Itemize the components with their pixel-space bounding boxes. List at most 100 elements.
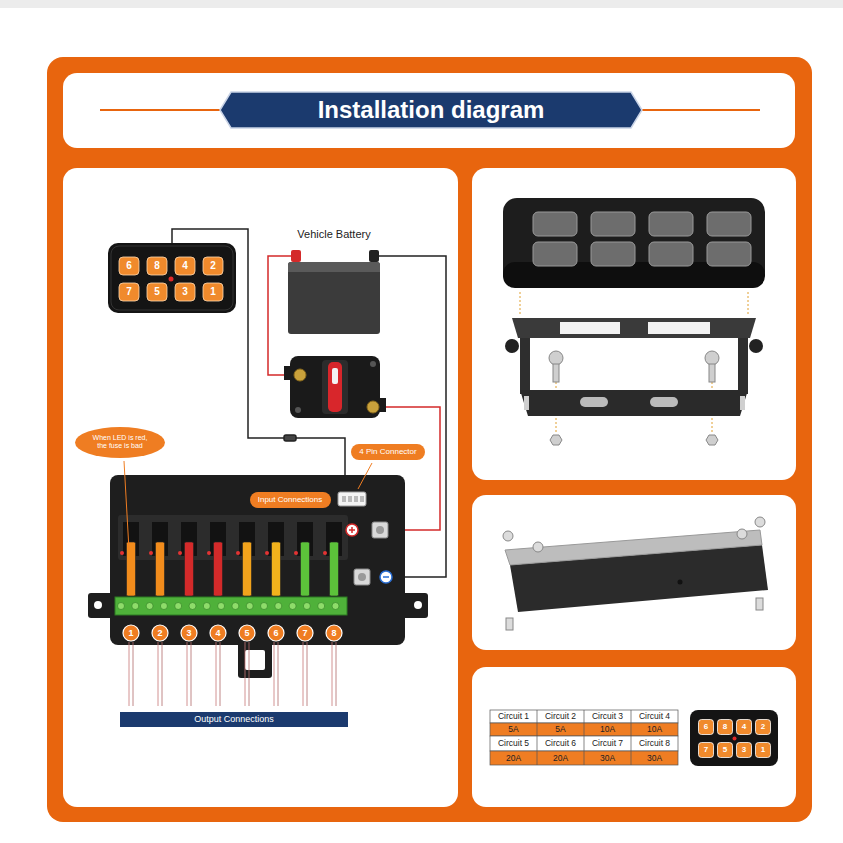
switch-panel xyxy=(108,243,236,313)
fuse-block xyxy=(318,603,325,610)
mounting-bracket xyxy=(520,338,530,394)
switch-button xyxy=(119,257,223,301)
fuse-block xyxy=(265,551,269,555)
button-number: 4 xyxy=(742,723,746,731)
button-number: 2 xyxy=(210,261,216,271)
fuse-block xyxy=(303,603,310,610)
circuit-breaker xyxy=(290,356,380,418)
rating-table xyxy=(584,710,585,765)
fuse-block xyxy=(232,603,239,610)
node-text: Input Connections xyxy=(258,495,323,505)
mounting-plate xyxy=(505,530,762,565)
fuse-block xyxy=(132,603,139,610)
mounting-bracket xyxy=(648,322,710,334)
table-cell: 10A xyxy=(600,725,615,734)
table-cell: 5A xyxy=(555,725,565,734)
switch-cable xyxy=(284,435,296,441)
button-number: 3 xyxy=(742,746,746,754)
guide-line xyxy=(748,292,749,316)
switch-button xyxy=(718,720,733,735)
fuse-block xyxy=(120,551,124,555)
fuse-block xyxy=(303,642,304,706)
switch-button xyxy=(756,720,771,735)
table-cell: 30A xyxy=(647,754,662,763)
switch-button xyxy=(119,283,139,301)
title-plate xyxy=(220,92,642,128)
button-number: 8 xyxy=(154,261,160,271)
guide-line xyxy=(520,292,521,316)
fuse-block xyxy=(239,625,255,641)
screw xyxy=(755,517,765,527)
node-text: When LED is red, the fuse is bad xyxy=(87,434,153,451)
table-cell: Circuit 1 xyxy=(498,712,529,721)
circuit-breaker xyxy=(295,407,301,413)
fuse-block xyxy=(181,625,197,641)
switch-panel xyxy=(111,246,233,310)
mounting-bracket xyxy=(520,390,748,416)
switch-button xyxy=(147,257,167,275)
node-text: Output Connections xyxy=(194,714,274,725)
screw xyxy=(706,435,718,445)
screw xyxy=(756,598,763,610)
input-connector xyxy=(354,496,358,502)
fuse-block xyxy=(236,551,240,555)
rating-table xyxy=(490,710,678,765)
bubble-outline xyxy=(75,427,165,458)
screw xyxy=(503,517,765,630)
fuse-block xyxy=(189,603,196,610)
screw xyxy=(503,531,513,541)
switch-button xyxy=(175,257,195,275)
fuse-box-housing xyxy=(110,475,405,645)
switch-button xyxy=(533,212,751,266)
table-cell: Circuit 6 xyxy=(545,739,576,748)
mounting-bracket xyxy=(505,318,763,416)
switch-button xyxy=(699,743,714,758)
indicator-led xyxy=(169,277,174,282)
terminal-bolt xyxy=(354,569,370,585)
fuse-block xyxy=(301,542,310,596)
mounting-plate xyxy=(505,530,768,612)
button-number: 6 xyxy=(704,723,708,731)
switch-button xyxy=(203,283,223,301)
fuse-box-housing xyxy=(245,650,265,670)
fuse-block xyxy=(261,603,268,610)
leader-line xyxy=(358,463,372,489)
screw xyxy=(549,351,563,365)
fuse-block xyxy=(274,642,275,706)
bubble-outline xyxy=(351,444,425,460)
fuse-block xyxy=(220,642,221,706)
screw xyxy=(533,542,543,552)
button-number: 3 xyxy=(182,287,188,297)
fuse-block xyxy=(249,642,250,706)
minus-symbol xyxy=(380,571,392,583)
fuse-block xyxy=(160,603,167,610)
button-number: 7 xyxy=(704,746,708,754)
fuse-block xyxy=(115,522,347,706)
circuit-breaker xyxy=(332,368,338,384)
mounting-bracket xyxy=(740,396,745,410)
circuit-breaker xyxy=(284,356,386,418)
mounting-bracket xyxy=(749,339,763,353)
battery-post xyxy=(291,250,379,262)
fuse-box-housing xyxy=(88,475,428,678)
switch-button xyxy=(737,720,752,735)
callout-number: 8 xyxy=(331,629,336,638)
fuse-block xyxy=(275,603,282,610)
bubble-outline xyxy=(250,492,331,508)
callout-number: 5 xyxy=(244,629,249,638)
callout-number: 1 xyxy=(128,629,133,638)
button-number: 8 xyxy=(723,723,727,731)
node-text: 4 Pin Connector xyxy=(359,447,416,457)
table-cell: 30A xyxy=(600,754,615,763)
fuse-block xyxy=(162,642,163,706)
terminal-bolt xyxy=(358,573,366,581)
battery-post xyxy=(369,250,379,262)
fuse-block xyxy=(123,625,139,641)
button-number: 1 xyxy=(210,287,216,297)
switch-button xyxy=(119,257,139,275)
fuse-block xyxy=(332,642,333,706)
screw xyxy=(705,351,719,365)
fuse-block xyxy=(323,551,327,555)
fuse-block xyxy=(330,542,339,596)
